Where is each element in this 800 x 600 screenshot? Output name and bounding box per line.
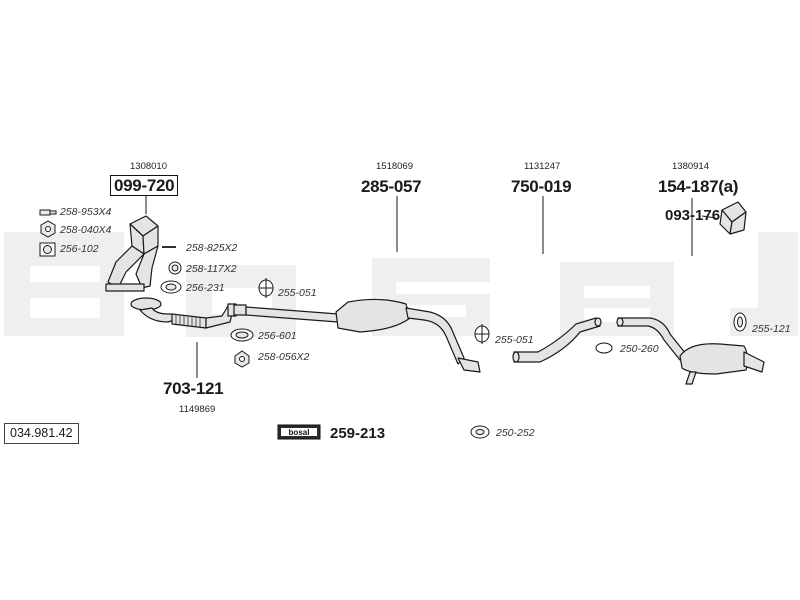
part-front-pipe: 703-121 [163, 379, 224, 398]
part-rear-silencer: 154-187(a) [658, 177, 739, 196]
part-middle-silencer: 285-057 [361, 177, 422, 196]
oem-rear-silencer: 1380914 [672, 161, 709, 172]
exhaust-manifold [105, 215, 159, 292]
middle-silencer [233, 298, 481, 373]
oem-manifold: 1308010 [130, 161, 167, 172]
rear-bracket [719, 201, 747, 235]
intermediate-pipe [512, 317, 602, 363]
accessory-label: 250-252 [496, 427, 535, 439]
accessory-label: 258-056X2 [258, 351, 310, 363]
accessory-label: 250-260 [620, 343, 659, 355]
gasket-icon [160, 280, 182, 294]
gasket-icon [39, 242, 56, 257]
catalog-number: 034.981.42 [4, 423, 79, 444]
accessory-label: 258-117X2 [186, 263, 237, 275]
ring-icon [168, 261, 182, 275]
rubber-hanger-icon [595, 342, 613, 354]
bosal-logo-text: bosal [289, 428, 310, 437]
accessory-label: 255-051 [278, 287, 317, 299]
front-pipe [130, 297, 237, 329]
accessory-label: 258-953X4 [60, 206, 112, 218]
part-rear-bracket: 093-176 [665, 207, 721, 224]
rear-silencer [616, 317, 765, 385]
accessory-label: 256-601 [258, 330, 297, 342]
accessory-label: 258-825X2 [186, 242, 238, 254]
accessory-label: 255-051 [495, 334, 534, 346]
leader-lines [145, 196, 717, 378]
rubber-hanger-icon [470, 425, 490, 439]
oem-front-pipe: 1149869 [179, 404, 216, 415]
bosal-logo-icon: bosal [277, 424, 321, 440]
nut-icon [234, 350, 250, 368]
clamp-icon [258, 278, 274, 298]
nut-icon [40, 220, 56, 238]
watermark-b [4, 232, 124, 336]
accessory-label: 258-040X4 [60, 224, 112, 236]
accessory-label: 256-231 [186, 282, 225, 294]
bolt-icon [39, 209, 57, 216]
part-intermediate-pipe: 750-019 [511, 177, 572, 196]
oem-intermediate-pipe: 1131247 [524, 161, 561, 172]
oem-middle-silencer: 1518069 [376, 161, 413, 172]
gasket-icon [230, 328, 254, 342]
part-mounting-kit: 259-213 [330, 425, 386, 442]
rubber-hanger-icon [733, 312, 747, 332]
accessory-label: 256-102 [60, 243, 99, 255]
part-manifold: 099-720 [110, 175, 179, 196]
accessory-label: 255-121 [752, 323, 791, 335]
clamp-icon [474, 324, 490, 344]
